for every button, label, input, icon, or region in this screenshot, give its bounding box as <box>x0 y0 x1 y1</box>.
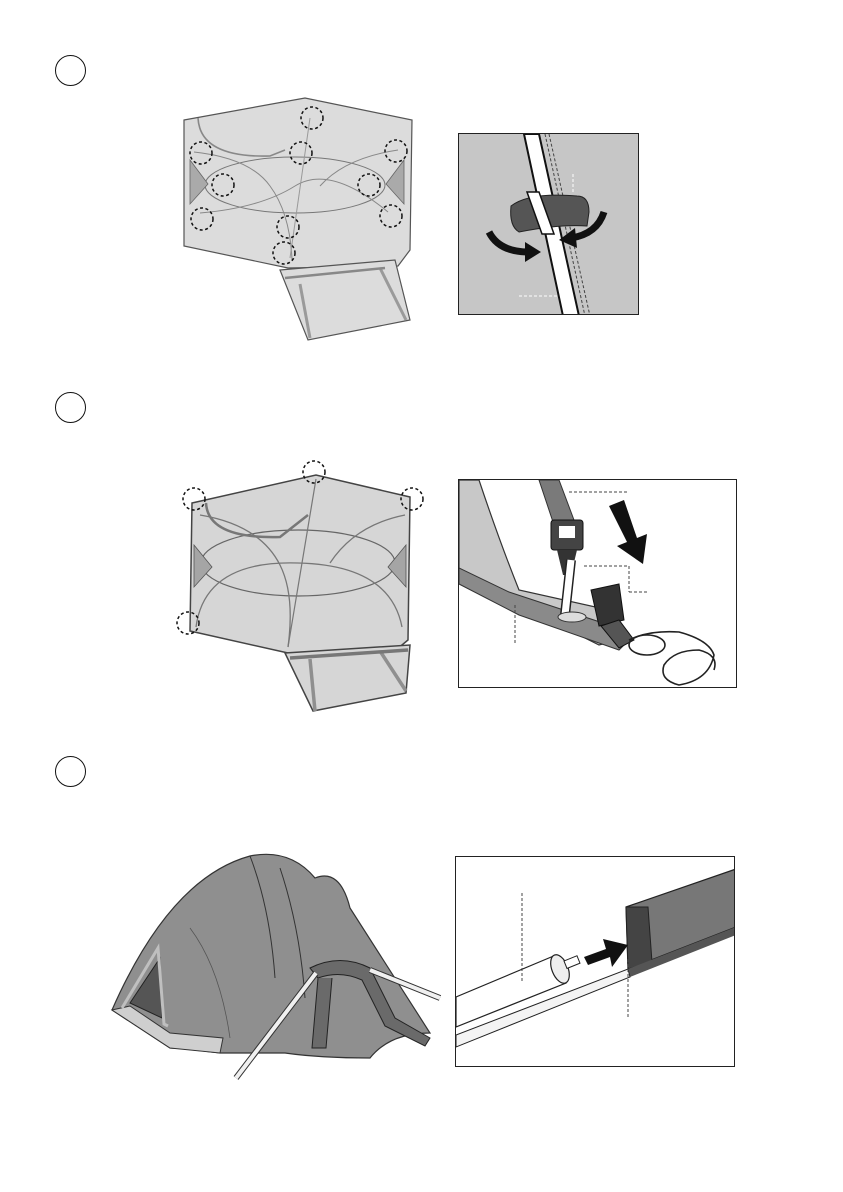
arrow-icon <box>584 939 628 967</box>
tent-overhead-svg <box>170 88 420 348</box>
step-3-pole-tip-detail <box>455 856 735 1067</box>
step-2-badge <box>55 392 86 423</box>
tent-fly-svg <box>100 848 445 1083</box>
arrow-icon <box>609 500 647 564</box>
tent-corner-svg <box>170 455 432 720</box>
step-1-badge <box>55 55 86 86</box>
step-3-badge <box>55 756 86 787</box>
step-3-tent-figure <box>100 848 445 1083</box>
buckle-svg <box>459 480 737 688</box>
step-1-overhead-figure <box>170 88 420 348</box>
step-1-clip-detail <box>458 133 639 315</box>
step-2-buckle-detail <box>458 479 737 688</box>
step-2-overhead-figure <box>170 455 432 720</box>
pole-clip-svg <box>459 134 639 315</box>
pole-tip-svg <box>456 857 735 1067</box>
